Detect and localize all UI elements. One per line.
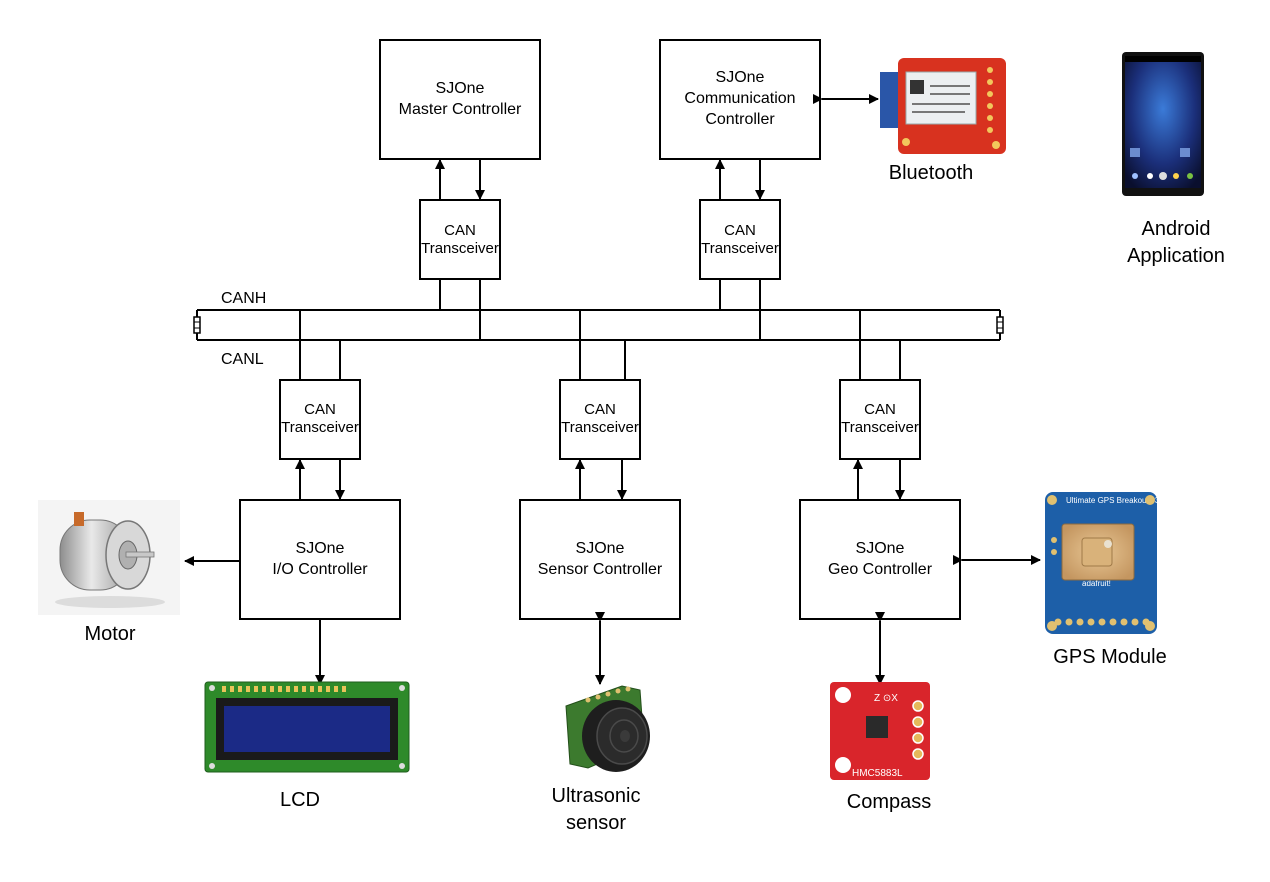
svg-text:SJOne: SJOne: [716, 69, 765, 86]
compass-label: Compass: [847, 791, 931, 813]
android-phone-image: [1122, 52, 1204, 196]
lcd-image: [204, 681, 410, 773]
svg-text:Communication: Communication: [684, 90, 795, 107]
svg-text:SJOne: SJOne: [576, 540, 625, 557]
svg-text:SJOne: SJOne: [296, 540, 345, 557]
svg-text:SJOne: SJOne: [436, 80, 485, 97]
gps-label: GPS Module: [1053, 646, 1166, 668]
sensor-controller: SJOne Sensor Controller: [519, 499, 681, 620]
communication-controller: SJOne Communication Controller: [659, 39, 821, 160]
io-controller: SJOne I/O Controller: [239, 499, 401, 620]
svg-text:Transceiver: Transceiver: [421, 240, 499, 257]
can-transceiver-master: CAN Transceiver: [419, 199, 501, 280]
compass-module-image: Z ⊙X HMC5883L: [830, 682, 930, 780]
svg-text:CAN: CAN: [444, 222, 476, 239]
can-bus: CANH CANL: [193, 290, 1004, 368]
ultrasonic-label-line2: sensor: [566, 812, 626, 834]
geo-controller: SJOne Geo Controller: [799, 499, 961, 620]
svg-text:CAN: CAN: [304, 401, 336, 418]
gps-module-image: Ultimate GPS Breakout v3 adafruit!: [1045, 492, 1160, 634]
can-transceiver-communication: CAN Transceiver: [699, 199, 781, 280]
ultrasonic-sensor-image: [565, 685, 650, 772]
android-label-line2: Application: [1127, 245, 1225, 267]
bluetooth-label: Bluetooth: [889, 162, 974, 184]
svg-text:Geo Controller: Geo Controller: [828, 561, 933, 578]
ultrasonic-label-line1: Ultrasonic: [552, 785, 641, 807]
motor-image: [38, 500, 180, 615]
svg-text:SJOne: SJOne: [856, 540, 905, 557]
svg-text:Z ⊙X: Z ⊙X: [874, 693, 898, 704]
canh-label: CANH: [221, 290, 266, 307]
svg-text:Transceiver: Transceiver: [561, 419, 639, 436]
svg-text:I/O Controller: I/O Controller: [272, 561, 368, 578]
can-transceiver-geo: CAN Transceiver: [839, 379, 921, 460]
svg-text:CAN: CAN: [724, 222, 756, 239]
svg-text:Sensor Controller: Sensor Controller: [538, 561, 663, 578]
can-transceiver-io: CAN Transceiver: [279, 379, 361, 460]
svg-text:Transceiver: Transceiver: [281, 419, 359, 436]
lcd-label: LCD: [280, 789, 320, 811]
svg-text:Transceiver: Transceiver: [841, 419, 919, 436]
termination-resistor-right: [996, 310, 1004, 340]
gps-board-marking: Ultimate GPS Breakout v3: [1066, 496, 1160, 505]
svg-text:Master Controller: Master Controller: [399, 101, 522, 118]
can-transceiver-sensor: CAN Transceiver: [559, 379, 641, 460]
bluetooth-module-image: [880, 58, 1006, 154]
canl-label: CANL: [221, 351, 264, 368]
gps-brand-marking: adafruit!: [1082, 579, 1111, 588]
svg-text:CAN: CAN: [584, 401, 616, 418]
svg-text:Controller: Controller: [705, 111, 775, 128]
svg-text:CAN: CAN: [864, 401, 896, 418]
android-label-line1: Android: [1142, 218, 1211, 240]
master-controller: SJOne Master Controller: [379, 39, 541, 160]
motor-label: Motor: [84, 623, 135, 645]
termination-resistor-left: [193, 310, 201, 340]
svg-text:Transceiver: Transceiver: [701, 240, 779, 257]
compass-chip-marking: HMC5883L: [852, 768, 903, 779]
